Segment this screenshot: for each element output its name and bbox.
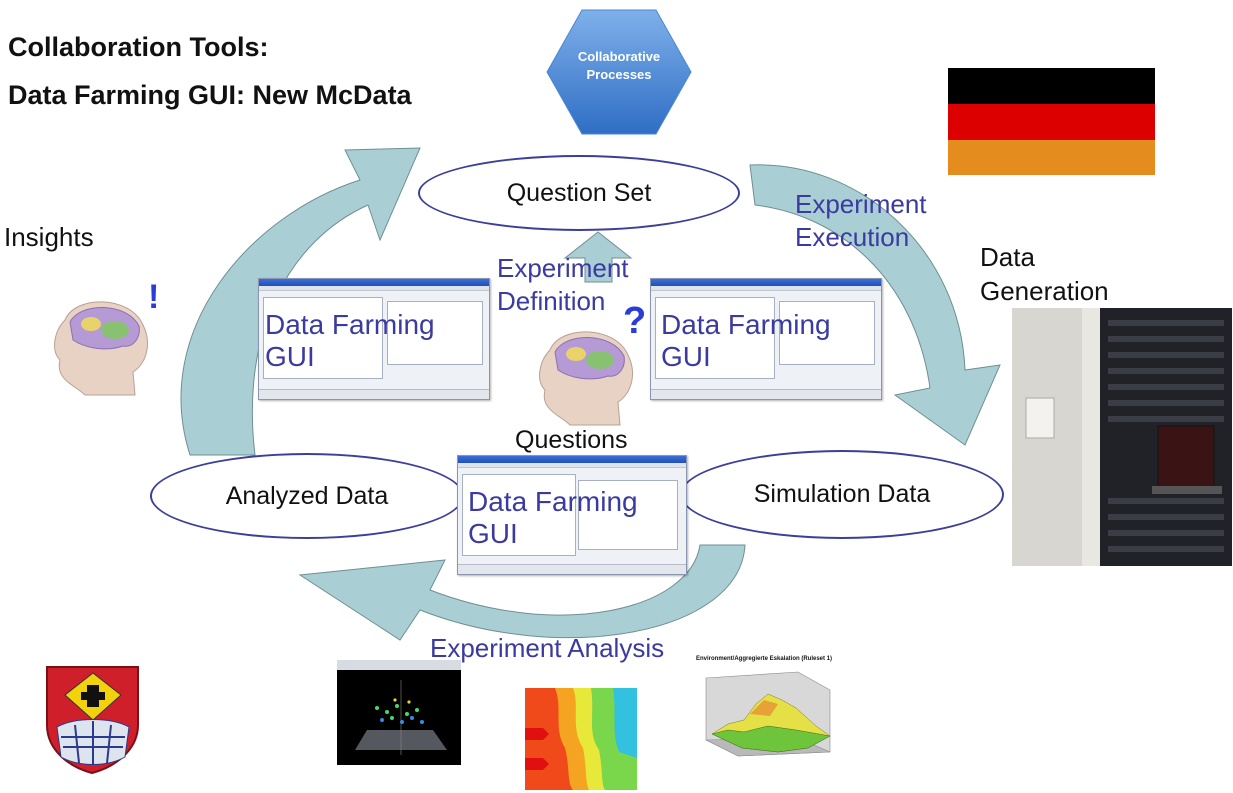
experiment-execution-label: Experiment Execution [795, 188, 927, 254]
gui-window-right: Data Farming GUI [650, 278, 882, 400]
gui-window-center-label: Data Farming GUI [468, 486, 638, 549]
question-mark: ? [623, 300, 647, 342]
insights-label: Insights [4, 222, 94, 252]
experiment-definition-label: Experiment Definition [497, 252, 629, 318]
data-generation-line-1: Data [980, 242, 1035, 272]
definition-arrow [563, 231, 633, 283]
experiment-definition-line-2: Definition [497, 286, 606, 316]
surface-chart-thumbnail [705, 671, 831, 757]
coat-of-arms-logo [46, 666, 139, 775]
collaborative-processes-hexagon [546, 9, 692, 135]
experiment-analysis-label: Experiment Analysis [430, 633, 665, 663]
hexagon-label-line-2: Processes [586, 67, 652, 82]
question-set-node: Question Set [418, 155, 740, 231]
contour-map-thumbnail [525, 688, 637, 790]
experiment-execution-line-1: Experiment [795, 189, 927, 219]
scatter-3d-thumbnail [337, 660, 461, 765]
server-rack-photo [1012, 308, 1232, 566]
exclamation-mark: ! [148, 278, 160, 316]
title-line-2: Data Farming GUI: New McData [8, 80, 412, 110]
analyzed-data-node: Analyzed Data [150, 453, 464, 539]
surface-chart-title: Environment/Aggregierte Eskalation (Rule… [695, 656, 833, 662]
execution-arrow [749, 164, 1001, 446]
hexagon-label-line-1: Collaborative [577, 49, 661, 64]
gui-window-left-label: Data Farming GUI [265, 309, 435, 372]
gui-window-left: Data Farming GUI [258, 278, 490, 400]
gui-window-center: Data Farming GUI [457, 455, 687, 575]
data-generation-label: Data Generation [980, 240, 1109, 308]
simulation-data-node: Simulation Data [680, 450, 1004, 539]
head-brain-left-icon [54, 301, 148, 396]
questions-label: Questions [515, 426, 628, 454]
analysis-arrow [298, 544, 746, 641]
head-brain-center-icon [539, 331, 633, 426]
title-line-1: Collaboration Tools: [8, 32, 269, 62]
experiment-execution-line-2: Execution [795, 222, 910, 252]
hexagon-label: Collaborative Processes [545, 48, 693, 84]
gui-window-right-label: Data Farming GUI [661, 309, 831, 372]
experiment-definition-line-1: Experiment [497, 253, 629, 283]
data-generation-line-2: Generation [980, 276, 1109, 306]
german-flag [948, 68, 1155, 175]
